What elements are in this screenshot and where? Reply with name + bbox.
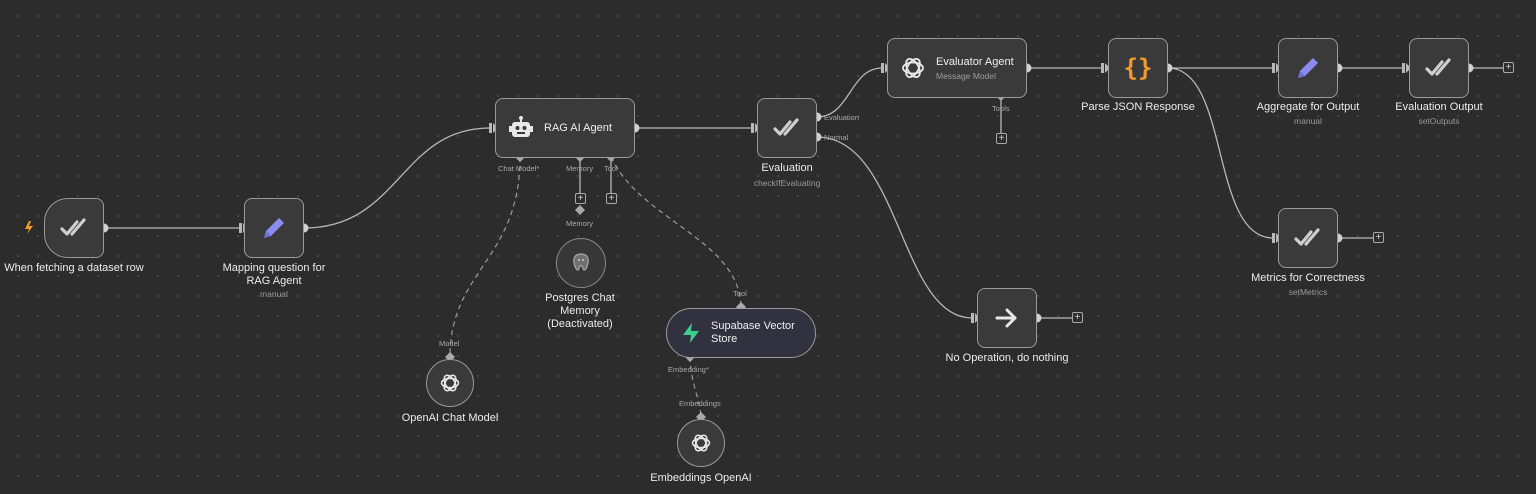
port-label-memory: Memory bbox=[566, 164, 594, 173]
pencil-icon bbox=[260, 214, 288, 242]
supabase-embedding-port-label: Embedding* bbox=[668, 365, 709, 374]
evaluation-node-subtitle: checkIfEvaluating bbox=[753, 178, 821, 188]
evaluation-output-node[interactable] bbox=[1409, 38, 1469, 98]
add-after-noop-button[interactable]: + bbox=[1072, 312, 1083, 323]
mapping-node-subtitle: manual bbox=[260, 289, 288, 299]
trigger-node[interactable] bbox=[44, 198, 104, 258]
wire-chatmodel-openai bbox=[449, 156, 521, 358]
robot-icon bbox=[508, 116, 534, 140]
metrics-node-label: Metrics for Correctness bbox=[1251, 272, 1365, 284]
wire-mapping-rag bbox=[303, 127, 491, 229]
supabase-tool-port-label: Tool bbox=[733, 289, 747, 298]
metrics-node-subtitle: setMetrics bbox=[1288, 287, 1328, 297]
embeddings-node-label: Embeddings OpenAI bbox=[650, 472, 752, 484]
aggregate-node[interactable] bbox=[1278, 38, 1338, 98]
check-double-icon bbox=[1293, 226, 1323, 250]
wire-evaluation-noop bbox=[816, 136, 973, 319]
evaluation-output-node-label: Evaluation Output bbox=[1395, 101, 1483, 113]
evaluator-agent-title: Evaluator Agent bbox=[936, 55, 1014, 68]
evaluation-node-label: Evaluation bbox=[761, 162, 813, 174]
port-label-tools: Tools bbox=[992, 104, 1010, 113]
check-double-icon bbox=[772, 116, 802, 140]
supabase-icon bbox=[681, 322, 701, 344]
add-after-evaluation-output-button[interactable]: + bbox=[1503, 62, 1514, 73]
evaluator-agent-subtitle: Message Model bbox=[936, 70, 997, 81]
postgres-icon bbox=[569, 251, 593, 275]
metrics-node[interactable] bbox=[1278, 208, 1338, 268]
evaluation-output-node-subtitle: setOutputs bbox=[1418, 116, 1460, 126]
openai-icon bbox=[900, 55, 926, 81]
postgres-node[interactable] bbox=[556, 238, 606, 288]
supabase-title: Supabase Vector Store bbox=[711, 320, 795, 345]
port-label-chat-model: Chat Model* bbox=[498, 164, 540, 173]
add-memory-button[interactable]: + bbox=[575, 193, 586, 204]
noop-node-label: No Operation, do nothing bbox=[945, 352, 1069, 364]
openai-chat-node[interactable] bbox=[426, 359, 474, 407]
add-tool-button[interactable]: + bbox=[606, 193, 617, 204]
rag-agent-title: RAG AI Agent bbox=[544, 121, 612, 134]
wire-tool-supabase bbox=[610, 156, 742, 308]
port-label-tool: Tool bbox=[604, 164, 618, 173]
embeddings-node[interactable] bbox=[677, 419, 725, 467]
openai-icon bbox=[439, 372, 461, 394]
braces-icon: {} bbox=[1123, 54, 1153, 82]
arrow-right-icon bbox=[994, 307, 1020, 329]
pencil-icon bbox=[1294, 54, 1322, 82]
openai-chat-port-label: Model bbox=[439, 339, 460, 348]
supabase-node[interactable]: Supabase Vector Store bbox=[666, 308, 816, 358]
aggregate-node-label: Aggregate for Output bbox=[1256, 101, 1360, 113]
rag-agent-node[interactable]: RAG AI Agent bbox=[495, 98, 635, 158]
evaluator-agent-node[interactable]: Evaluator Agent Message Model bbox=[887, 38, 1027, 98]
parse-json-node[interactable]: {} bbox=[1108, 38, 1168, 98]
wire-parse-metrics bbox=[1167, 67, 1274, 239]
embeddings-port-label: Embeddings bbox=[679, 399, 721, 408]
trigger-bolt-icon bbox=[25, 221, 33, 234]
mapping-node[interactable] bbox=[244, 198, 304, 258]
parse-json-node-label: Parse JSON Response bbox=[1081, 101, 1195, 113]
noop-node[interactable] bbox=[977, 288, 1037, 348]
check-double-icon bbox=[1424, 56, 1454, 80]
evaluation-node[interactable] bbox=[757, 98, 817, 158]
add-tools-button[interactable]: + bbox=[996, 133, 1007, 144]
add-after-metrics-button[interactable]: + bbox=[1373, 232, 1384, 243]
wire-evaluation-evaluator bbox=[816, 67, 883, 118]
postgres-node-label: Postgres Chat Memory (Deactivated) bbox=[545, 292, 615, 330]
output-label-evaluation: Evaluation bbox=[824, 113, 860, 122]
postgres-port-label: Memory bbox=[566, 219, 594, 228]
check-double-icon bbox=[59, 216, 89, 240]
openai-chat-node-label: OpenAI Chat Model bbox=[401, 412, 499, 424]
trigger-node-label: When fetching a dataset row bbox=[4, 262, 144, 274]
aggregate-node-subtitle: manual bbox=[1294, 116, 1322, 126]
mapping-node-label: Mapping question for RAG Agent bbox=[222, 262, 326, 287]
output-label-normal: Normal bbox=[824, 133, 849, 142]
openai-icon bbox=[690, 432, 712, 454]
